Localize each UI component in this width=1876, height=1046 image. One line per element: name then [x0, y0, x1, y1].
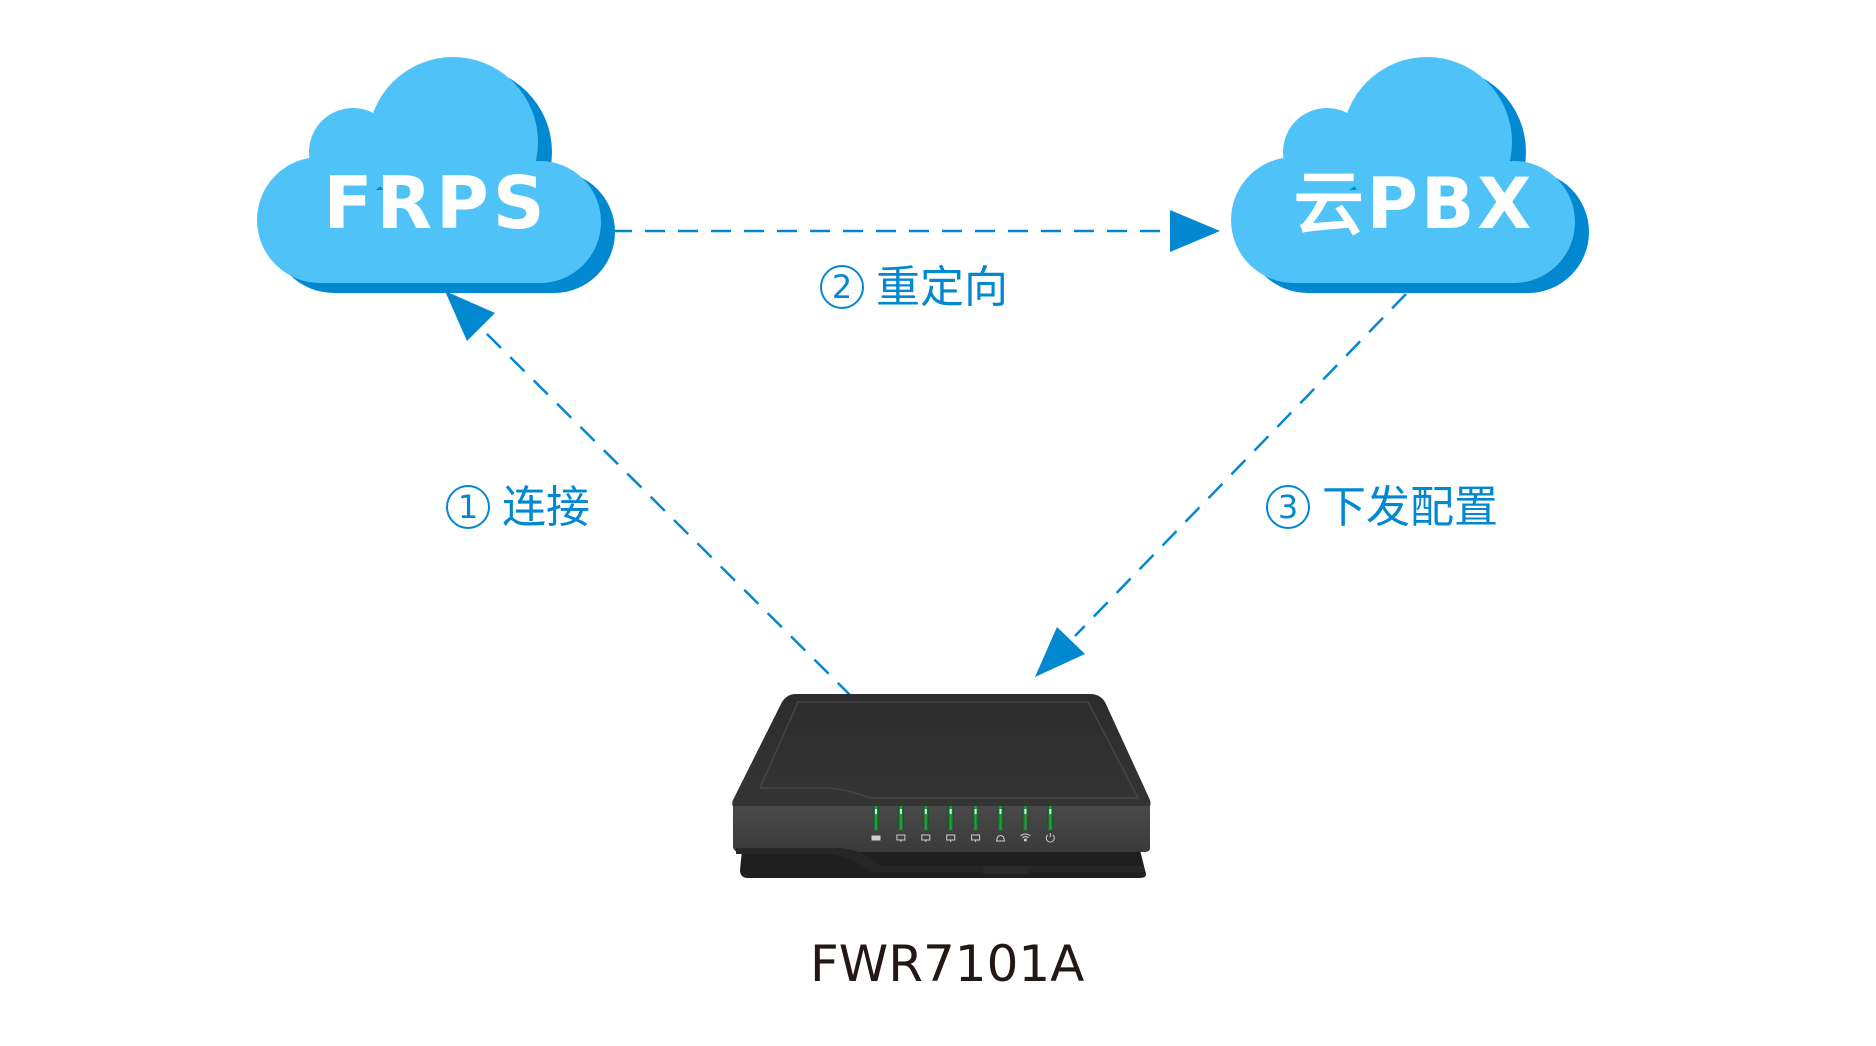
device-model-label: FWR7101A — [810, 935, 1085, 993]
led-indicator — [873, 806, 879, 830]
step-2-text: 重定向 — [876, 262, 1008, 313]
arrow-redirect-head — [1170, 210, 1220, 252]
lan-monitor-icon — [896, 834, 906, 842]
cloud-pbx-cloud: 云PBX — [1231, 57, 1589, 293]
step-1-label: 1 连接 — [446, 483, 590, 533]
lan-monitor-icon — [946, 834, 956, 842]
router-base — [740, 850, 1146, 878]
arrow-config-head — [1035, 627, 1085, 677]
led-highlight — [1049, 809, 1052, 814]
router-leds — [873, 806, 1054, 830]
lan-monitor-icon — [921, 834, 931, 842]
step-3-text: 下发配置 — [1322, 482, 1498, 533]
cloud-pbx-label: 云PBX — [1294, 163, 1535, 245]
led-indicator — [997, 806, 1004, 830]
led-indicator — [1022, 806, 1029, 830]
lan-monitor-icon — [971, 834, 981, 842]
network-icon — [995, 835, 1006, 842]
frps-cloud-body — [257, 57, 601, 283]
led-indicator — [972, 806, 979, 830]
led-highlight — [1024, 809, 1027, 814]
step-3-number: 3 — [1266, 485, 1310, 529]
router-led-icons — [871, 833, 1055, 843]
arrow-redirect — [612, 210, 1220, 252]
router-top-inner-edge — [758, 701, 1140, 799]
phone-icon — [871, 835, 881, 841]
arrow-connect — [445, 291, 853, 698]
led-indicator — [1047, 806, 1054, 830]
router-front — [733, 806, 1150, 852]
led-highlight — [924, 809, 927, 814]
arrow-config-line — [1074, 293, 1407, 637]
router-top — [732, 694, 1151, 808]
step-1-text: 连接 — [502, 482, 590, 533]
arrow-connect-line — [484, 331, 853, 698]
frps-cloud: FRPS — [257, 57, 615, 293]
wifi-icon — [1020, 833, 1031, 842]
led-highlight — [875, 809, 877, 814]
step-2-number: 2 — [820, 265, 864, 309]
cloud-pbx-cloud-body — [1231, 57, 1575, 283]
led-highlight — [974, 809, 977, 814]
step-2-label: 2 重定向 — [820, 263, 1008, 313]
router-device — [732, 694, 1151, 878]
led-indicator — [897, 806, 904, 830]
led-highlight — [949, 809, 952, 814]
led-highlight — [999, 809, 1002, 814]
arrow-config — [1035, 293, 1407, 677]
router-foot — [983, 866, 1028, 874]
step-1-number: 1 — [446, 485, 490, 529]
router-lower-lip — [736, 848, 1144, 872]
led-indicator — [947, 806, 954, 830]
step-3-label: 3 下发配置 — [1266, 483, 1498, 533]
led-highlight — [899, 809, 902, 814]
frps-label: FRPS — [323, 161, 548, 245]
power-icon — [1045, 833, 1055, 843]
led-indicator — [922, 806, 929, 830]
arrow-connect-head — [445, 291, 495, 341]
